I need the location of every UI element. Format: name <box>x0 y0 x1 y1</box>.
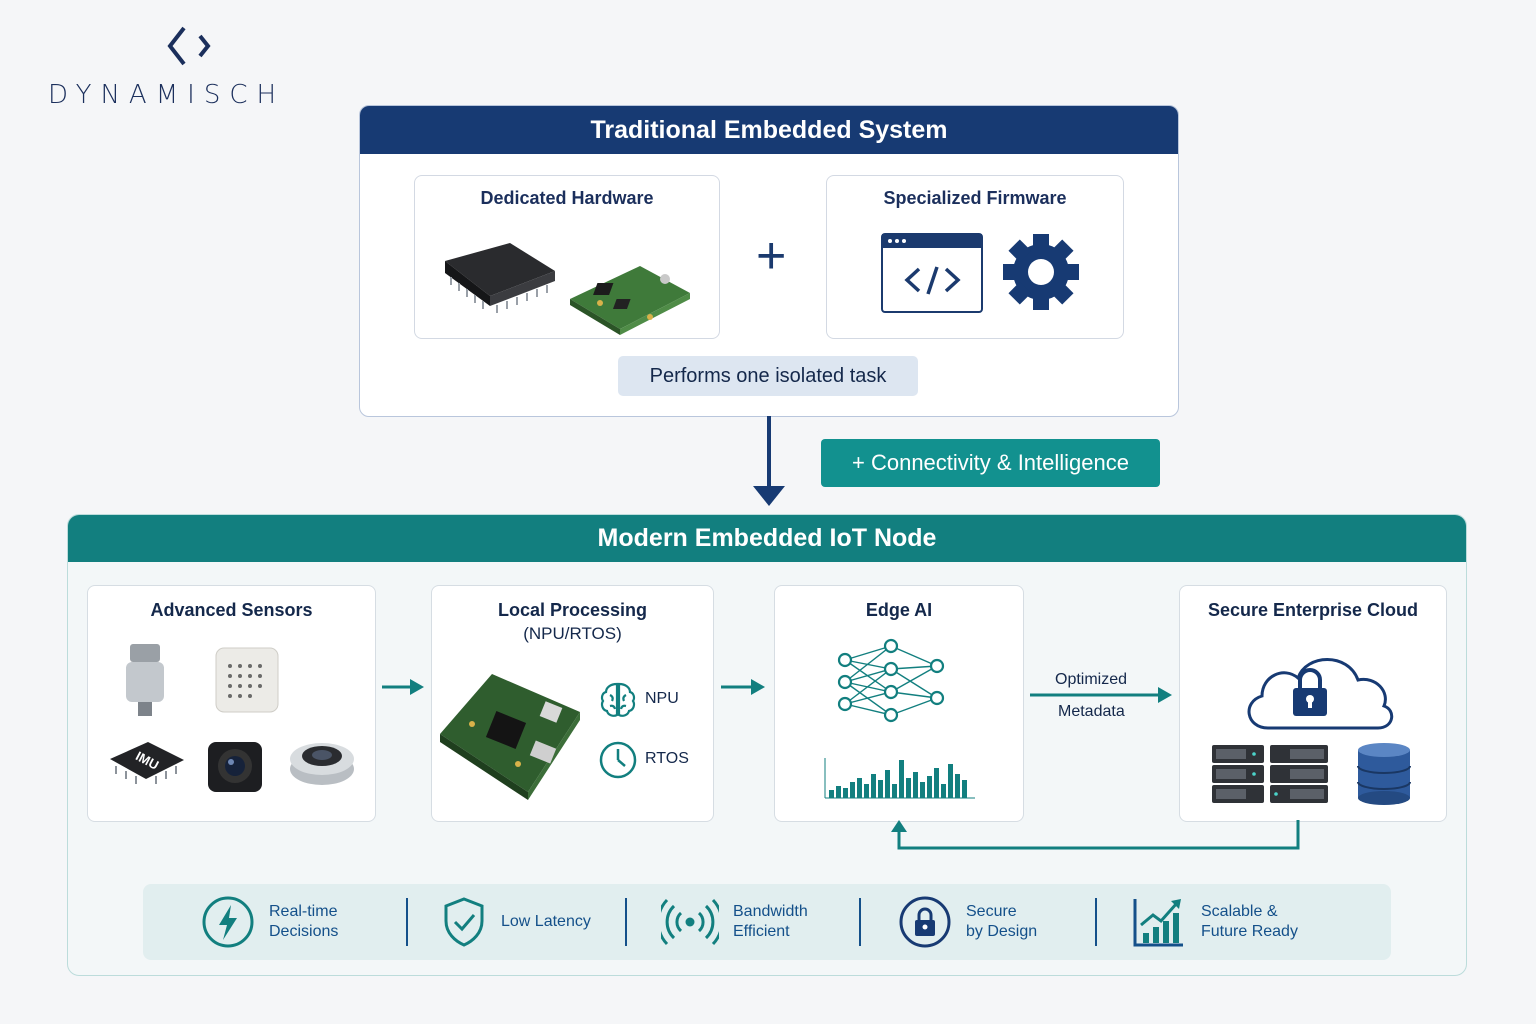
environment-sensor-icon <box>215 647 279 713</box>
specialized-firmware-box: Specialized Firmware <box>826 175 1124 339</box>
rtos-label: RTOS <box>645 750 689 767</box>
code-window-icon <box>881 233 983 313</box>
lock-icon <box>899 896 951 948</box>
modern-iot-node-title: Modern Embedded IoT Node <box>68 515 1466 562</box>
edge-ai-box: Edge AI <box>774 585 1024 822</box>
pressure-sensor-icon <box>126 644 164 716</box>
growth-chart-icon <box>1133 899 1183 947</box>
local-processing-box: Local Processing (NPU/RTOS) NPU RTOS <box>431 585 714 822</box>
broadcast-icon <box>661 898 719 946</box>
advanced-sensors-box: Advanced Sensors <box>87 585 376 822</box>
server-rack-icon <box>1212 745 1328 803</box>
circuit-board-icon <box>570 266 690 335</box>
plus-sign: + <box>756 227 787 285</box>
specialized-firmware-title: Specialized Firmware <box>883 188 1067 208</box>
feature-item-bandwidth: Bandwidth Efficient <box>661 884 808 960</box>
feedback-arrow-icon <box>891 820 1300 850</box>
feature-label-line1: Scalable & <box>1201 903 1278 920</box>
feature-label-line2: Future Ready <box>1201 923 1298 940</box>
edge-ai-title: Edge AI <box>865 600 933 620</box>
imu-chip-icon: IMU <box>110 742 184 784</box>
dedicated-hardware-title: Dedicated Hardware <box>480 188 654 208</box>
neural-network-icon <box>837 638 945 723</box>
npu-label: NPU <box>645 690 679 707</box>
clock-icon <box>599 741 637 779</box>
brain-icon <box>600 682 636 717</box>
down-arrow-icon <box>753 416 785 506</box>
metadata-arrow-icon <box>1030 687 1172 703</box>
feature-item-low-latency: Low Latency <box>441 884 591 960</box>
arrow-right-icon <box>721 679 765 695</box>
traditional-system-title: Traditional Embedded System <box>360 106 1178 154</box>
feature-label-line1: Real-time <box>269 903 338 920</box>
advanced-sensors-title: Advanced Sensors <box>150 600 313 620</box>
sensors-illustration: IMU <box>110 644 354 792</box>
activity-bars-icon <box>824 758 975 799</box>
feature-label-line2: Decisions <box>269 923 339 940</box>
dedicated-hardware-box: Dedicated Hardware <box>414 175 720 339</box>
isolated-task-label: Performs one isolated task <box>618 356 918 396</box>
feature-item-scalable: Scalable & Future Ready <box>1131 884 1298 960</box>
cloud-lock-icon <box>1247 658 1394 730</box>
traditional-system-panel: Traditional Embedded System Dedicated Ha… <box>359 105 1179 417</box>
feature-bar: Real-time Decisions Low Latency Bandwidt… <box>143 884 1391 960</box>
feature-label-line1: Secure <box>966 903 1017 920</box>
local-processing-title: Local Processing <box>497 600 648 620</box>
local-processing-subtitle: (NPU/RTOS) <box>523 624 622 643</box>
shield-check-icon <box>444 897 484 947</box>
feature-item-secure: Secure by Design <box>898 884 1037 960</box>
brand-mark-icon <box>167 26 211 66</box>
feature-item-realtime: Real-time Decisions <box>201 884 338 960</box>
secure-cloud-box: Secure Enterprise Cloud <box>1179 585 1447 822</box>
secure-cloud-title: Secure Enterprise Cloud <box>1207 600 1419 620</box>
feature-label-line1: Low Latency <box>501 913 591 930</box>
gear-icon <box>1003 234 1079 310</box>
feature-label-line2: by Design <box>966 923 1038 940</box>
hardware-illustration <box>445 243 690 335</box>
brand-logo: DYNAMISCH <box>44 22 344 112</box>
feature-label-line2: Efficient <box>733 923 790 940</box>
feature-label-line1: Bandwidth <box>733 903 808 920</box>
feature-divider <box>859 898 861 946</box>
feature-divider <box>625 898 627 946</box>
feature-divider <box>406 898 408 946</box>
metadata-label-line1: Optimized <box>1055 671 1128 688</box>
processing-board-icon <box>440 674 580 800</box>
brand-name: DYNAMISCH <box>48 80 286 110</box>
lens-sensor-icon <box>290 743 354 785</box>
arrow-right-icon <box>382 679 424 695</box>
connectivity-intelligence-badge: + Connectivity & Intelligence <box>821 439 1160 487</box>
lightning-icon <box>202 896 254 948</box>
camera-module-icon <box>208 742 262 792</box>
metadata-label-line2: Metadata <box>1058 703 1125 720</box>
feature-divider <box>1095 898 1097 946</box>
database-icon <box>1357 743 1411 805</box>
chip-icon <box>445 243 555 313</box>
